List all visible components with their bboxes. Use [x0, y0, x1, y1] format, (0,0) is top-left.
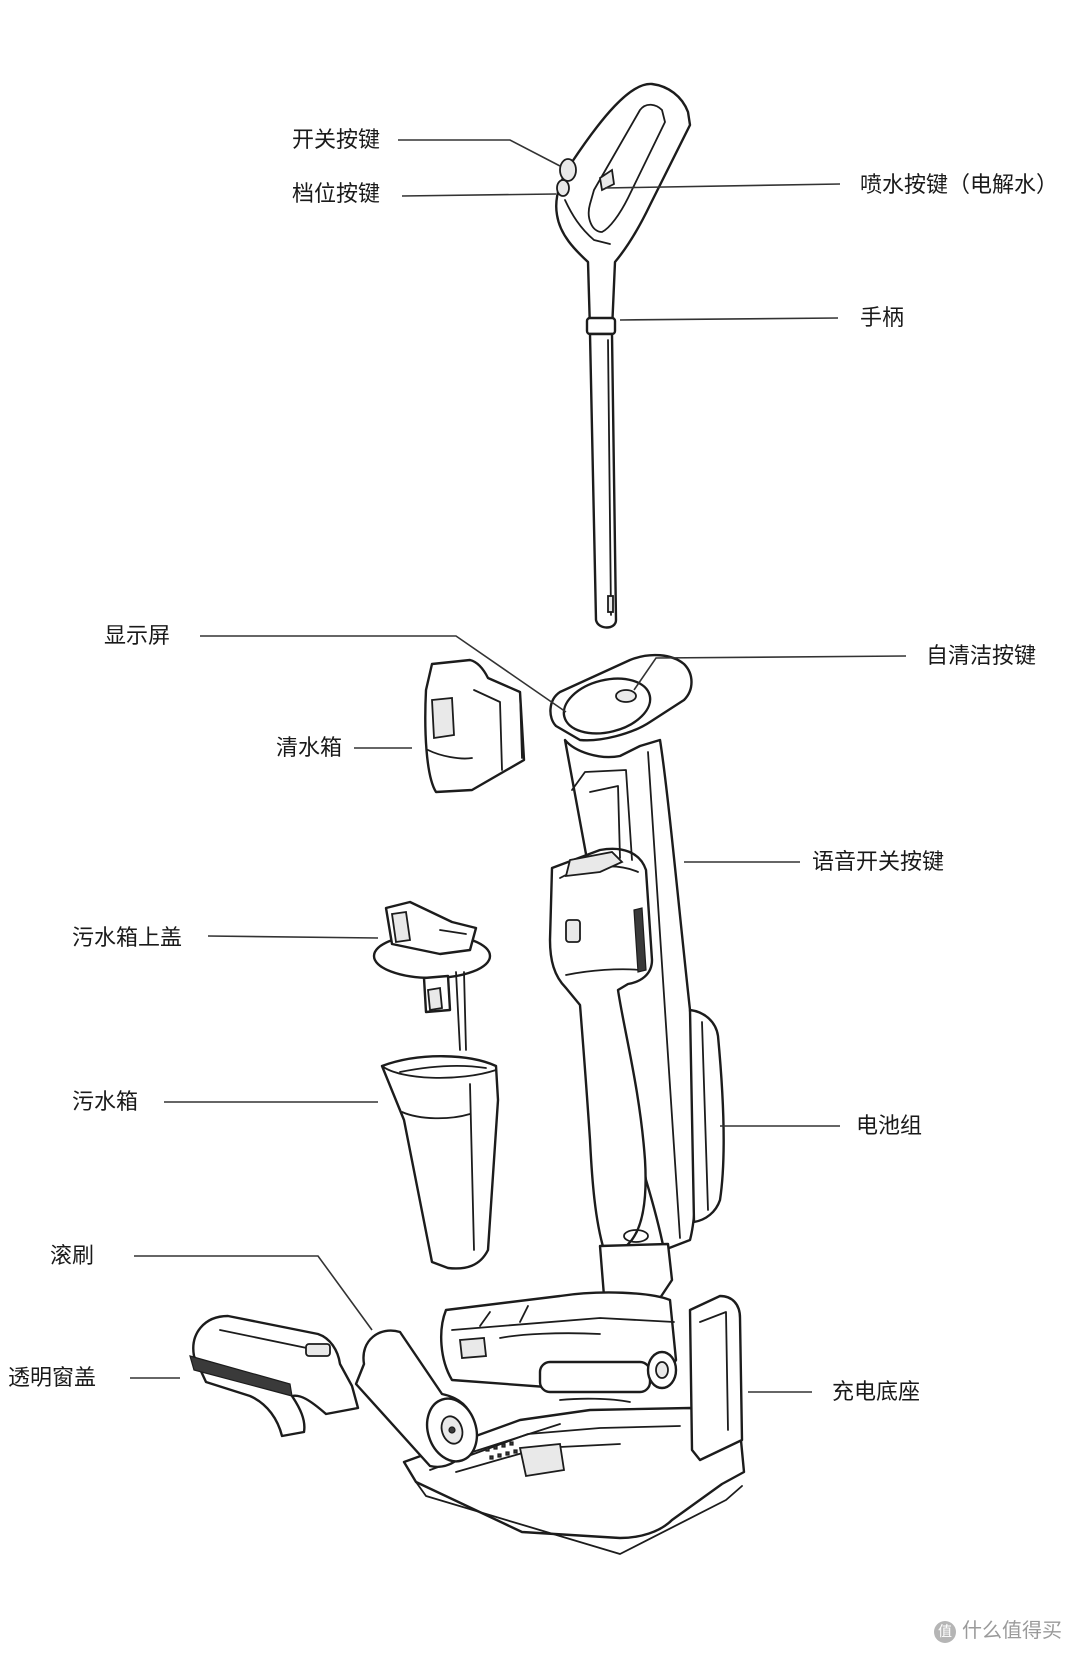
label-charging-base: 充电底座 [832, 1380, 921, 1405]
label-spray-button: 喷水按键（电解水） [860, 173, 1059, 198]
leader-lines [130, 139, 907, 1393]
gear-button-icon [556, 179, 570, 197]
clean-water-tank-part [424, 658, 526, 794]
label-clean-water-tank: 清水箱 [276, 736, 343, 761]
label-transparent-cover: 透明窗盖 [8, 1366, 97, 1391]
spray-button-icon [599, 168, 615, 192]
roller-brush-part [354, 1329, 479, 1469]
label-dirty-water-tank: 污水箱 [72, 1090, 139, 1115]
label-handle: 手柄 [860, 306, 905, 331]
transparent-cover-part [189, 1314, 360, 1438]
dirty-tank-lid-part [372, 900, 492, 1051]
handle-part [555, 82, 692, 629]
label-roller-brush: 滚刷 [50, 1244, 95, 1269]
watermark-logo-icon: 值 [934, 1620, 956, 1643]
charging-base-part [402, 1294, 746, 1555]
self-clean-button-icon [615, 689, 637, 703]
power-button-icon [559, 158, 577, 182]
label-dirty-tank-lid: 污水箱上盖 [72, 926, 183, 951]
watermark-text: 什么值得买 [962, 1618, 1062, 1642]
label-self-clean-button: 自清洁按键 [926, 644, 1037, 669]
label-battery-pack: 电池组 [856, 1114, 923, 1139]
label-voice-switch-button: 语音开关按键 [812, 850, 945, 875]
dirty-water-tank-part [380, 1055, 500, 1270]
floor-head-part [440, 1291, 678, 1394]
label-display: 显示屏 [104, 624, 171, 649]
watermark: 值什么值得买 [934, 1614, 1062, 1643]
label-gear-button: 档位按键 [292, 182, 381, 207]
main-body-part [548, 653, 725, 1332]
label-power-button: 开关按键 [292, 128, 381, 153]
